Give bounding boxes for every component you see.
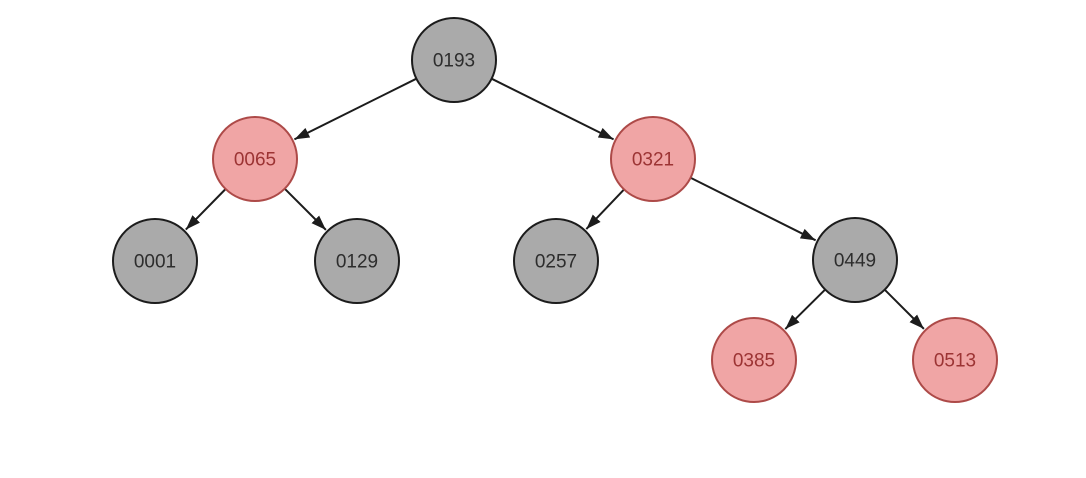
tree-node-circle-0001 xyxy=(112,218,198,304)
tree-node-0257: 0257 xyxy=(513,218,599,304)
tree-node-label-0257: 0257 xyxy=(535,252,577,273)
tree-node-0193: 0193 xyxy=(411,17,497,103)
tree-edge-0193-0321 xyxy=(491,77,615,141)
tree-edge-0321-0449 xyxy=(690,176,817,242)
tree-node-label-0193: 0193 xyxy=(433,51,475,72)
tree-node-0129: 0129 xyxy=(314,218,400,304)
tree-edge-0065-0129 xyxy=(283,187,327,231)
tree-edge-0065-0001 xyxy=(185,188,227,231)
tree-node-label-0449: 0449 xyxy=(834,251,876,272)
tree-node-0321: 0321 xyxy=(610,116,696,202)
tree-node-label-0129: 0129 xyxy=(336,252,378,273)
tree-edge-0449-0513 xyxy=(883,288,925,330)
tree-edge-0193-0065 xyxy=(293,77,417,141)
tree-node-label-0001: 0001 xyxy=(134,252,176,273)
tree-node-circle-0449 xyxy=(812,217,898,303)
tree-node-label-0065: 0065 xyxy=(234,150,276,171)
tree-node-circle-0257 xyxy=(513,218,599,304)
tree-node-label-0321: 0321 xyxy=(632,150,674,171)
tree-node-circle-0513 xyxy=(912,317,998,403)
tree-node-label-0385: 0385 xyxy=(733,351,775,372)
tree-node-0065: 0065 xyxy=(212,116,298,202)
tree-node-0513: 0513 xyxy=(912,317,998,403)
tree-node-circle-0129 xyxy=(314,218,400,304)
tree-node-circle-0193 xyxy=(411,17,497,103)
tree-node-0001: 0001 xyxy=(112,218,198,304)
tree-node-label-0513: 0513 xyxy=(934,351,976,372)
tree-edge-0321-0257 xyxy=(585,188,625,230)
tree-edge-0449-0385 xyxy=(784,288,826,330)
tree-node-0449: 0449 xyxy=(812,217,898,303)
tree-node-0385: 0385 xyxy=(711,317,797,403)
tree-node-circle-0321 xyxy=(610,116,696,202)
tree-node-circle-0385 xyxy=(711,317,797,403)
tree-node-circle-0065 xyxy=(212,116,298,202)
